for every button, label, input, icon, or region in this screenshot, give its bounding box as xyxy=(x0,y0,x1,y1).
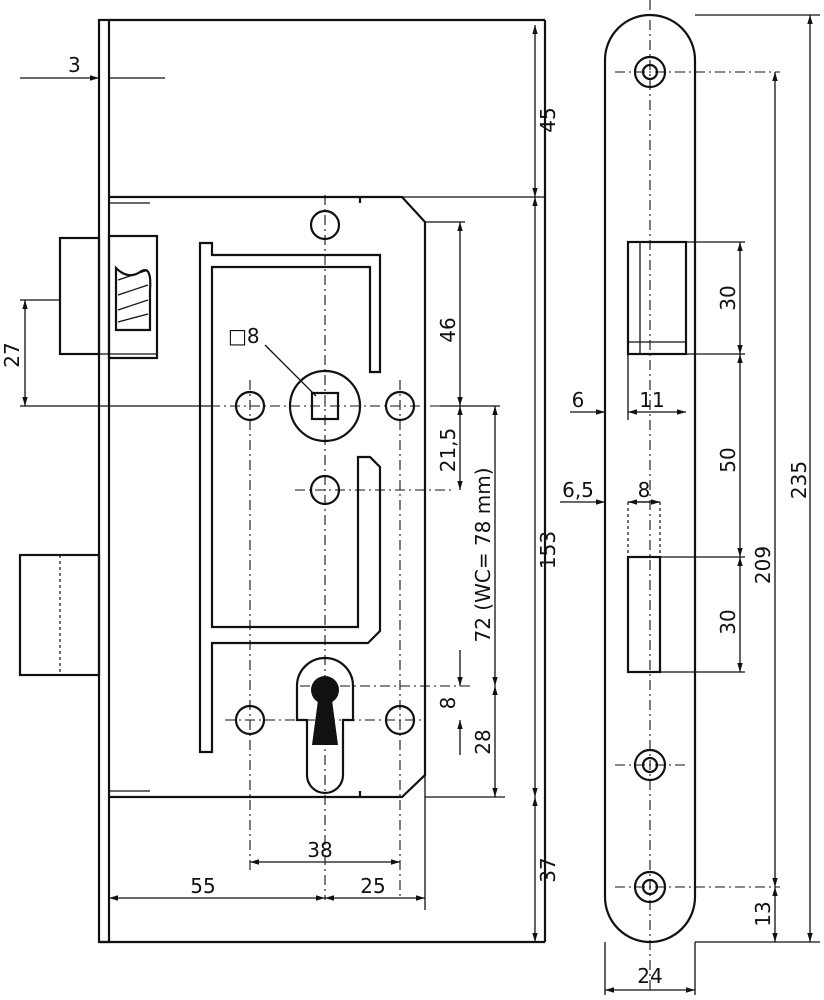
dim-bolt-cutout-edge: 6,5 xyxy=(562,478,594,502)
dim-faceplate-thickness: 3 xyxy=(68,53,81,77)
dim-hole-spacing: 38 xyxy=(307,838,332,862)
dim-spindle-to-lower-hole: 21,5 xyxy=(436,428,460,473)
dim-latch-height: 27 xyxy=(0,342,24,367)
dim-latch-cutout-edge: 6 xyxy=(572,388,585,412)
dim-plate-length: 235 xyxy=(787,461,811,499)
dim-keyhole-offset: 8 xyxy=(436,697,460,710)
dim-keyhole-depth: 28 xyxy=(471,729,495,754)
lock-side-view: 3 45 27 □8 46 21,5 72 (WC= 78 mm) 153 8 … xyxy=(0,18,560,944)
latch-bolt xyxy=(58,234,159,360)
dim-screw-spacing: 209 xyxy=(751,546,775,584)
faceplate xyxy=(97,18,111,944)
dim-backset: 55 xyxy=(190,874,215,898)
dim-case-height: 153 xyxy=(536,531,560,569)
dim-bolt-cutout-height: 30 xyxy=(716,609,740,634)
faceplate-outline xyxy=(603,13,697,944)
inner-channel xyxy=(198,241,382,754)
dim-lower-offset: 25 xyxy=(360,874,385,898)
dim-screw-edge: 13 xyxy=(751,901,775,926)
dim-bottom-offset: 37 xyxy=(536,857,560,882)
dim-spindle-to-top: 46 xyxy=(436,317,460,342)
dim-distance: 72 (WC= 78 mm) xyxy=(471,467,495,642)
dim-plate-width: 24 xyxy=(637,964,662,988)
dim-square-spindle: □8 xyxy=(228,324,260,348)
dim-bolt-cutout-width: 8 xyxy=(638,478,651,502)
dead-bolt xyxy=(18,553,101,677)
dim-latch-cutout-depth: 11 xyxy=(639,388,664,412)
dim-cutout-spacing: 50 xyxy=(716,447,740,472)
bolt-cutout xyxy=(626,501,662,674)
lock-case xyxy=(109,195,427,799)
latch-cutout xyxy=(626,240,688,356)
faceplate-front-view: 30 6 11 50 6,5 8 209 30 235 13 24 xyxy=(560,0,820,995)
dim-latch-cutout-height: 30 xyxy=(716,285,740,310)
dim-top-offset: 45 xyxy=(536,107,560,132)
